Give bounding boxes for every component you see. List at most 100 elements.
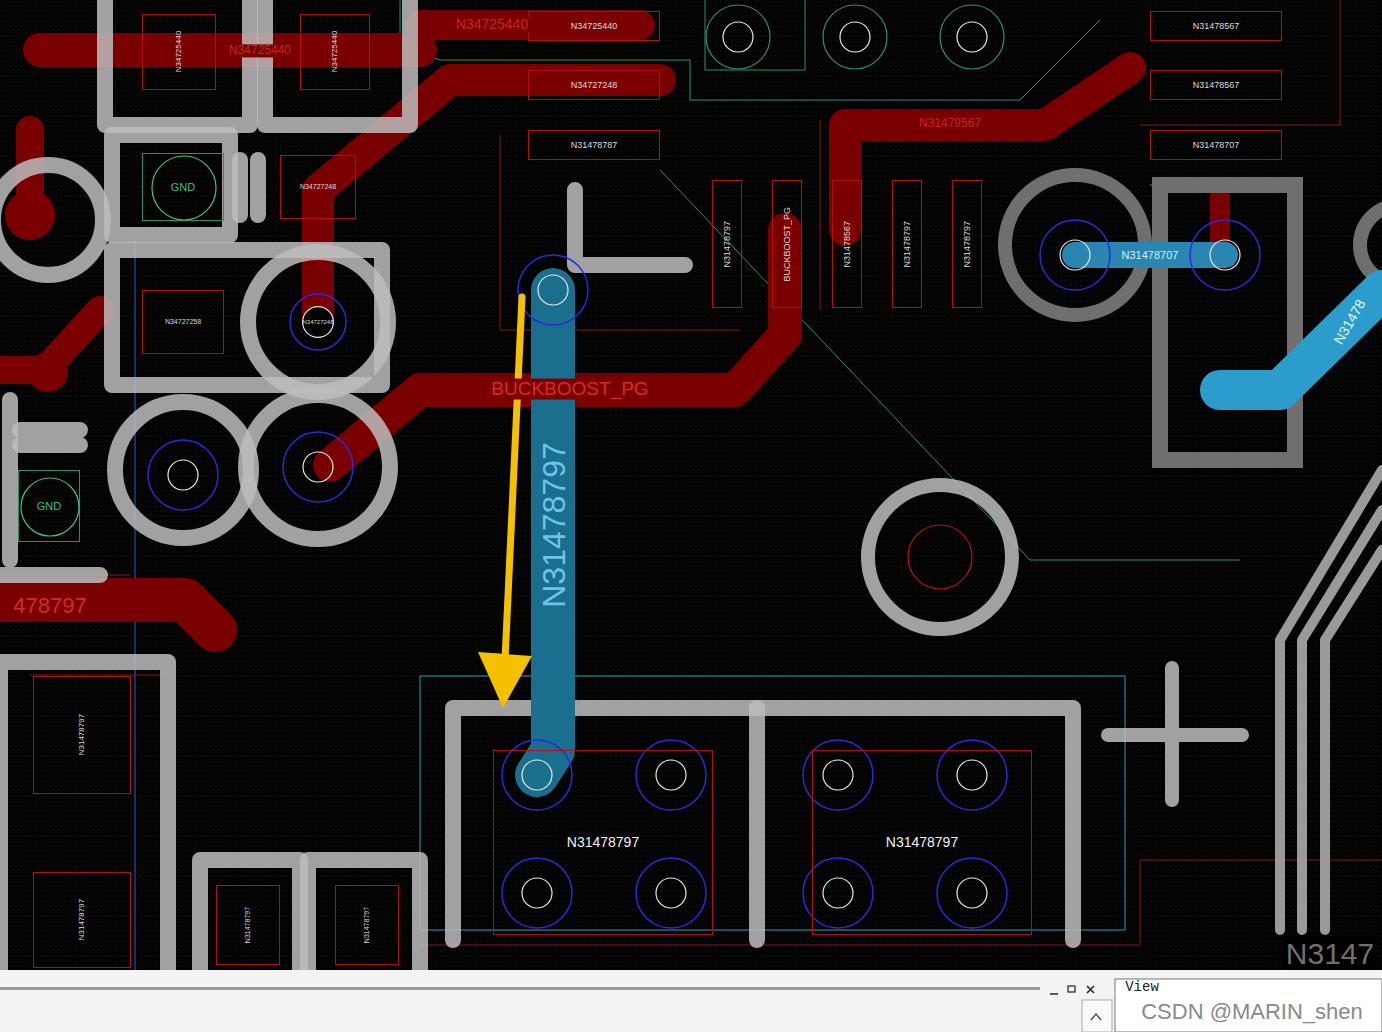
tool-window: [1091, 1014, 1101, 1020]
inner-trace: [537, 255, 1382, 775]
top-trace: [0, 25, 1220, 630]
pcb-pad: N34727248: [528, 70, 660, 100]
via: [303, 452, 333, 482]
pcb-pad: N31478797: [33, 676, 131, 794]
pcb-pad: N31478797: [493, 750, 713, 935]
component-outline: [575, 190, 685, 265]
pcb-pad: N34727258: [142, 290, 224, 354]
window-title: View: [1123, 980, 1161, 995]
net-name: N31478797: [962, 221, 972, 268]
via: [937, 858, 1007, 928]
pcb-pad: N31478797: [33, 872, 131, 968]
net-name: N31478567: [1193, 80, 1240, 90]
top-trace: [420, 10, 640, 40]
component-outline: [1005, 175, 1382, 460]
board-outline: [1150, 185, 1300, 450]
pcb-pad: N34727248: [280, 155, 356, 219]
component-outline: [1108, 668, 1242, 800]
via: [1210, 240, 1240, 270]
pcb-pad: N31478797: [952, 180, 982, 308]
via: [706, 5, 770, 69]
component-outline: [105, 0, 250, 125]
net-name: N31478797: [567, 834, 639, 850]
pcb-pad: N31478567: [832, 180, 862, 308]
window-title-holder: View: [1123, 980, 1161, 995]
tool-window: [0, 970, 1382, 1032]
tool-window: [1082, 1000, 1112, 1032]
net-label: N34725440: [454, 17, 530, 32]
net-label-holder: 478797: [11, 594, 88, 618]
component-outline: [1160, 185, 1295, 460]
net-name: N34725440: [571, 21, 618, 31]
via: [148, 220, 1260, 928]
pcb-pad: N31478797: [892, 180, 922, 308]
net-label-holder: N3147: [1284, 937, 1376, 970]
net-name: BUCKBOOST_PG: [782, 207, 792, 282]
via: [803, 858, 873, 928]
via: [518, 255, 588, 325]
via: [940, 5, 1004, 69]
via: [957, 760, 987, 790]
via: [656, 760, 686, 790]
net-label: N31478797: [537, 440, 572, 609]
via: [1190, 220, 1260, 290]
via-pad: N34727248: [288, 292, 348, 352]
via: [823, 760, 853, 790]
via: [168, 460, 198, 490]
ground-pad: GND: [18, 470, 80, 542]
component-outline: [0, 662, 168, 982]
net-label: N31478: [1330, 295, 1370, 349]
pcb-pad: N34725440: [142, 14, 216, 90]
via: [957, 878, 987, 908]
pcb-pad: N31478797: [335, 885, 399, 965]
component-outline: [240, 160, 258, 215]
net-name: N31478797: [244, 907, 252, 943]
component-outline: [112, 135, 230, 235]
via: [1040, 220, 1110, 290]
component-outline: [308, 860, 420, 980]
via: [522, 760, 552, 790]
net-name: N34727248: [302, 319, 333, 326]
net-name: N31478787: [571, 140, 618, 150]
pcb-pad: N31478787: [528, 130, 660, 160]
board-outline: [705, 0, 805, 70]
component-outline: [115, 402, 251, 538]
pcb-pad: N31478797: [812, 750, 1032, 935]
via: [502, 858, 572, 928]
via: [1060, 240, 1090, 270]
ground-ring: [21, 478, 79, 536]
net-name: N31478797: [902, 221, 912, 268]
pcb-pad: N34725440: [300, 14, 370, 90]
component-outline: [0, 165, 103, 275]
tool-window: [0, 987, 1040, 990]
net-label: N31479567: [917, 117, 983, 130]
via: [840, 22, 870, 52]
bottom-trace: [1280, 470, 1382, 930]
copper-outline: [1140, 0, 1340, 125]
component-outline: [20, 430, 80, 445]
component-outline: [246, 395, 390, 539]
net-name: N34725440: [174, 31, 183, 72]
component-outline: [0, 400, 100, 575]
copper-outline: [820, 120, 821, 310]
net-label-holder: N31478797: [537, 440, 572, 609]
copper-outline: [30, 675, 170, 970]
via: [656, 878, 686, 908]
via: [168, 240, 1240, 908]
net-label-holder: N34725440: [454, 17, 530, 32]
net-label: BUCKBOOST_PG: [489, 379, 650, 400]
via: [636, 858, 706, 928]
pcb-pad: BUCKBOOST_PG: [772, 180, 802, 308]
bottom-trace: [1280, 470, 1382, 930]
net-label: 478797: [11, 594, 88, 618]
via: [908, 525, 972, 589]
component-outline: [248, 252, 388, 392]
annotation-arrow: [478, 652, 532, 708]
net-name: N31478797: [77, 899, 86, 940]
net-label: N34725440: [227, 44, 293, 57]
bottom-trace: [1302, 510, 1382, 930]
pcb-pad: N31478707: [1150, 130, 1282, 160]
net-name: GND: [37, 500, 61, 513]
